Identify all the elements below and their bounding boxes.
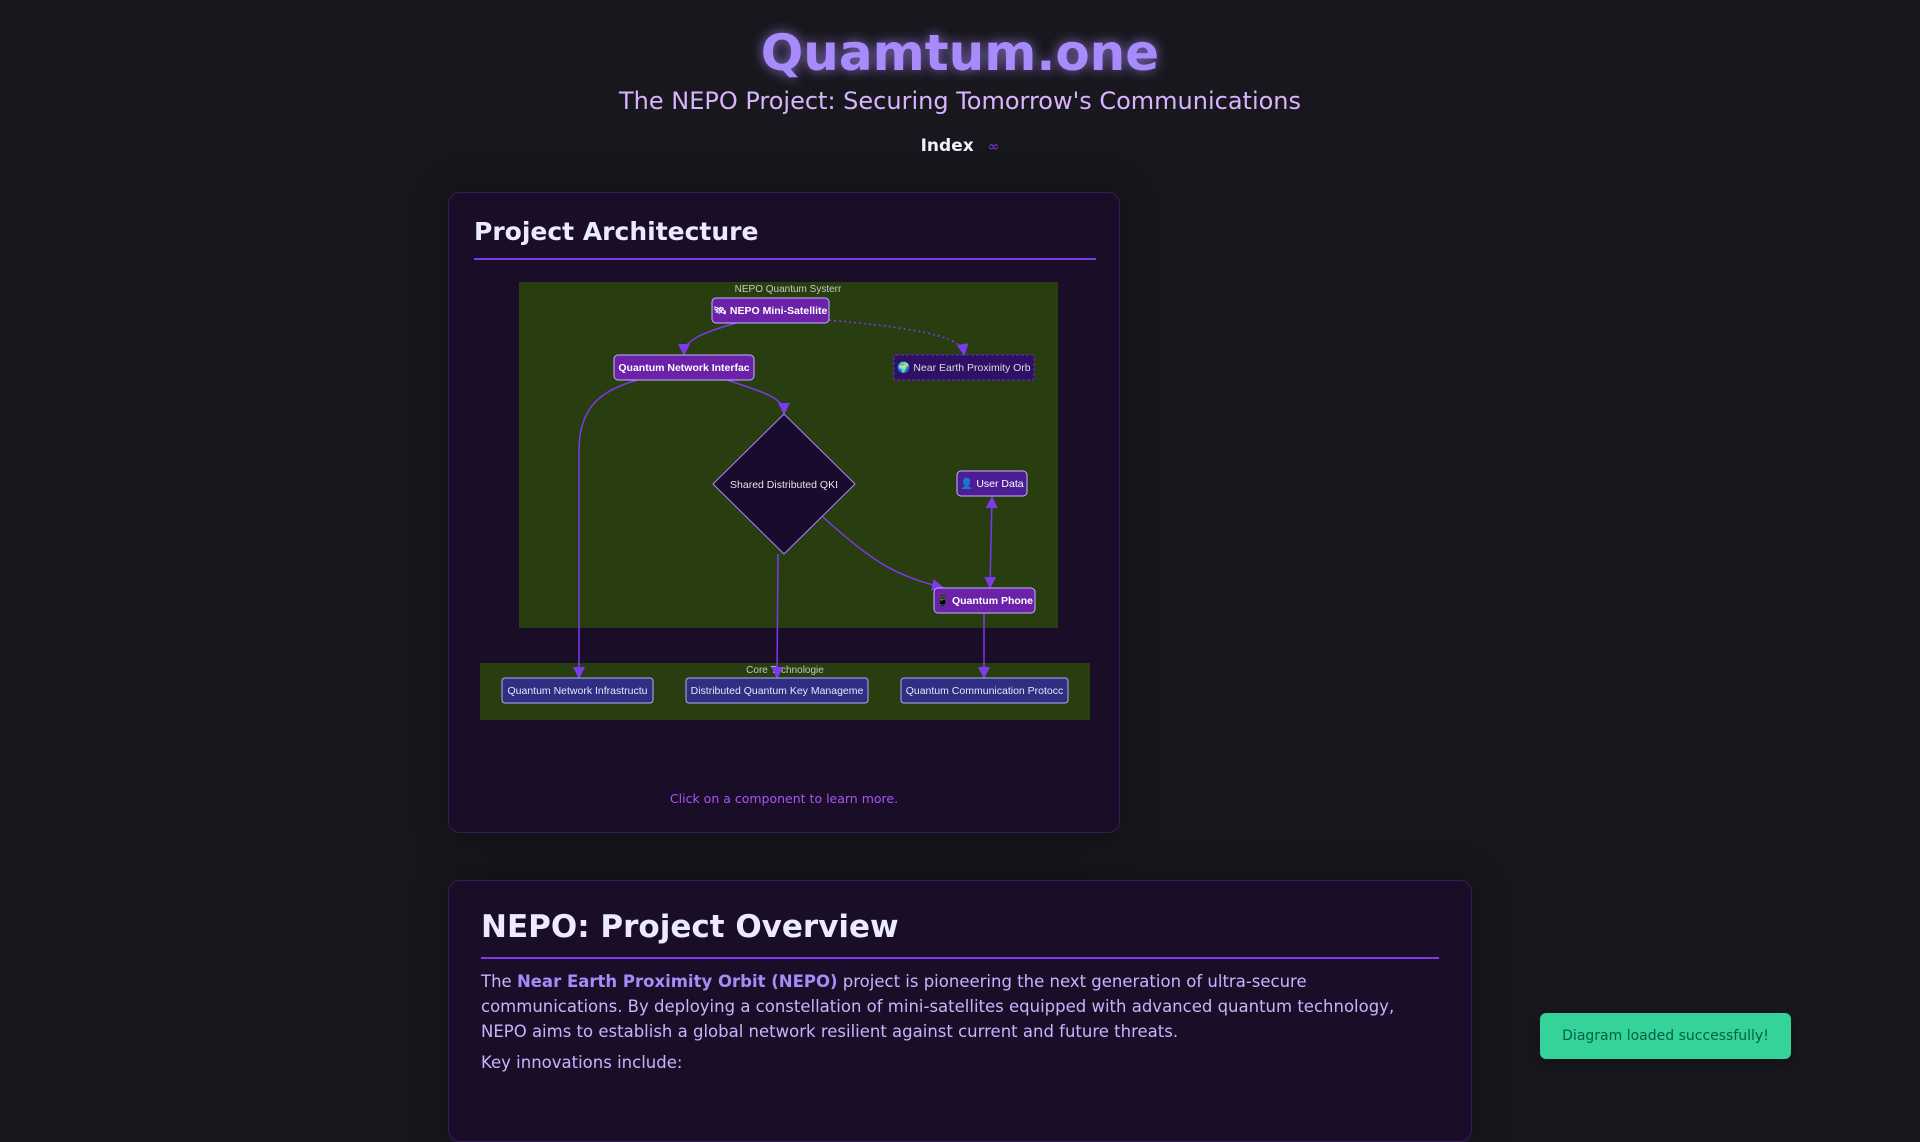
node-user-data[interactable]: 👤 User Data bbox=[956, 470, 1028, 497]
title-divider bbox=[474, 258, 1096, 260]
toast-notification: Diagram loaded successfully! bbox=[1540, 1013, 1791, 1059]
edge-satellite-orbit bbox=[828, 319, 969, 356]
architecture-diagram: NEPO Quantum Systerr Core Technologie 🛰 … bbox=[480, 282, 1090, 720]
overview-intro: The Near Earth Proximity Orbit (NEPO) pr… bbox=[481, 969, 1441, 1044]
nepo-highlight: Near Earth Proximity Orbit (NEPO) bbox=[516, 972, 838, 991]
edge-satellite-qni bbox=[678, 322, 737, 356]
site-title: Quamtum.one bbox=[760, 24, 1160, 82]
node-core-infrastructure[interactable]: Quantum Network Infrastructu bbox=[501, 677, 654, 704]
infinity-icon[interactable]: ∞ bbox=[987, 139, 1000, 155]
group-core-tech-label: Core Technologie bbox=[746, 665, 824, 676]
overview-card: NEPO: Project Overview The Near Earth Pr… bbox=[448, 880, 1472, 1142]
group-nepo-system-label: NEPO Quantum Systerr bbox=[735, 284, 842, 295]
svg-text:👤 User Data: 👤 User Data bbox=[960, 477, 1023, 490]
svg-text:🛰 NEPO Mini-Satellite: 🛰 NEPO Mini-Satellite bbox=[714, 305, 828, 317]
svg-text:Quantum Network Infrastructu: Quantum Network Infrastructu bbox=[507, 685, 647, 697]
nav-index-link[interactable]: Index bbox=[920, 136, 974, 156]
node-core-protocol[interactable]: Quantum Communication Protocc bbox=[900, 677, 1069, 704]
edge-qkd-key bbox=[771, 553, 784, 679]
site-subtitle: The NEPO Project: Securing Tomorrow's Co… bbox=[618, 87, 1302, 115]
key-innovations-label: Key innovations include: bbox=[481, 1053, 683, 1072]
edge-qni-infra bbox=[573, 379, 638, 679]
svg-text:🌍 Near Earth Proximity Orb: 🌍 Near Earth Proximity Orb bbox=[897, 361, 1030, 374]
edge-phone-userdata bbox=[984, 496, 998, 589]
svg-text:Shared Distributed QKI: Shared Distributed QKI bbox=[730, 479, 838, 491]
node-satellite[interactable]: 🛰 NEPO Mini-Satellite bbox=[711, 297, 830, 324]
overview-divider bbox=[481, 957, 1439, 959]
edge-qkd-phone bbox=[822, 516, 944, 591]
edge-qni-qkd bbox=[726, 379, 790, 415]
node-quantum-phone[interactable]: 📱 Quantum Phone bbox=[933, 587, 1036, 614]
diagram-hint: Click on a component to learn more. bbox=[669, 791, 899, 806]
node-shared-qkd[interactable]: Shared Distributed QKI bbox=[712, 413, 856, 555]
svg-text:📱 Quantum Phone: 📱 Quantum Phone bbox=[936, 594, 1033, 607]
intro-text-start: The bbox=[481, 972, 517, 991]
node-quantum-network-interface[interactable]: Quantum Network Interfac bbox=[613, 354, 755, 381]
overview-title: NEPO: Project Overview bbox=[481, 909, 899, 945]
architecture-card: Project Architecture NEPO Quantum Syster… bbox=[448, 192, 1120, 833]
intro-text-rest: project is pioneering the next generatio… bbox=[481, 972, 1395, 1041]
node-near-earth-orbit[interactable]: 🌍 Near Earth Proximity Orb bbox=[893, 354, 1035, 381]
architecture-title: Project Architecture bbox=[474, 217, 759, 246]
svg-text:Quantum Network Interfac: Quantum Network Interfac bbox=[618, 362, 749, 374]
node-core-key-management[interactable]: Distributed Quantum Key Manageme bbox=[685, 677, 869, 704]
svg-text:Distributed Quantum Key Manage: Distributed Quantum Key Manageme bbox=[691, 685, 864, 697]
top-nav: Index ∞ bbox=[0, 136, 1920, 156]
svg-text:Quantum Communication Protocc: Quantum Communication Protocc bbox=[906, 685, 1064, 697]
